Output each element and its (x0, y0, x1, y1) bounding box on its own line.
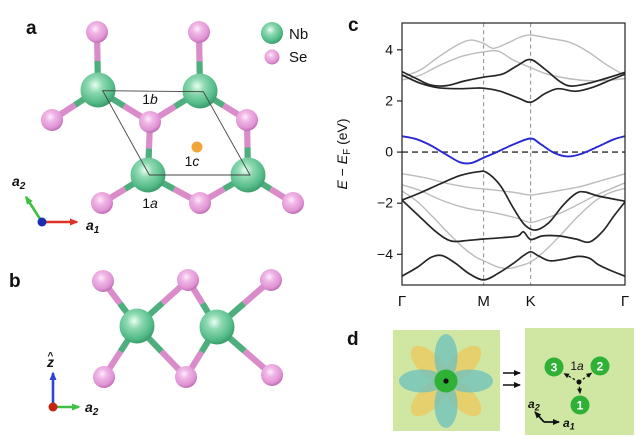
axes-a: a2 a1 (12, 173, 100, 236)
orbital-site-3-number: 3 (551, 361, 558, 375)
legend-se-swatch (264, 49, 280, 65)
band-conduction-gray-upper (401, 34, 626, 78)
z-axis-hat: ^ (48, 351, 54, 362)
unit-cell-outline (101, 90, 251, 176)
band-valence-black-bottom (401, 250, 626, 281)
y-axis-ticks: −4 −2 0 2 4 (377, 41, 402, 262)
center-dot (443, 378, 449, 384)
band-valence-gray-middle (401, 182, 626, 224)
legend-nb-label: Nb (289, 26, 308, 43)
svg-text:4: 4 (385, 41, 393, 57)
panel-label-b: b (9, 271, 21, 292)
axes-d: a1 a2 (528, 397, 575, 432)
band-valence-gray-shallow (401, 173, 626, 196)
legend: Nb Se (261, 22, 308, 66)
a1-axis-label: a1 (86, 217, 100, 236)
svg-text:K: K (526, 293, 536, 310)
a2-axis-arrow (24, 195, 44, 223)
site-center-dot (576, 379, 582, 385)
blue-petals (399, 334, 493, 428)
se-atoms (41, 21, 304, 214)
band-valence-black-flat (401, 199, 626, 244)
plot-frame (401, 22, 626, 286)
band-conduction-black-upper (401, 58, 626, 87)
transform-arrows (503, 370, 521, 388)
crystal-top-view: 1b 1c 1a Nb Se a2 a1 (12, 21, 308, 236)
band-conduction-black-lower (401, 73, 626, 104)
band-half-filled-band-blue (401, 135, 626, 165)
orbital-flower-box (393, 330, 500, 431)
orbital-site-2-number: 2 (597, 360, 604, 374)
band-valence-gray-deep (401, 187, 626, 270)
svg-text:Γ: Γ (398, 293, 406, 310)
panel-label-d: d (347, 329, 359, 350)
legend-se-label: Se (289, 49, 307, 66)
panel-label-c: c (348, 15, 359, 36)
svg-text:Γ: Γ (621, 293, 629, 310)
svg-text:−2: −2 (377, 195, 393, 211)
band-conduction-gray-lower (401, 49, 626, 82)
wannier-box: 3 2 1 1a a1 a2 (525, 328, 634, 435)
a1-axis-label: a1 (563, 416, 575, 432)
axes-b: z ^ a2 (46, 351, 99, 418)
a2-axis-label: a2 (85, 399, 99, 418)
svg-text:0: 0 (385, 144, 393, 160)
origin-marker (37, 217, 47, 227)
site-1a-label: 1a (570, 359, 584, 373)
a2-axis-arrow (534, 411, 545, 423)
origin-marker (48, 402, 58, 412)
orbital-site-1 (570, 395, 590, 415)
svg-text:M: M (477, 293, 490, 310)
svg-text:2: 2 (385, 92, 393, 108)
orbital-panel: 3 2 1 1a a1 a2 (393, 328, 634, 435)
site-1c-marker (191, 141, 203, 153)
se-atoms (92, 269, 283, 388)
nb-atoms (119, 308, 235, 345)
site-1c-label: 1c (185, 153, 200, 169)
legend-nb-swatch (261, 22, 283, 44)
y-axis-label: E − EF (eV) (334, 118, 353, 189)
site-1b-label: 1b (142, 91, 158, 107)
band-structure-chart: −4 −2 0 2 4Γ M K Γ E − EF (eV) (334, 22, 629, 310)
orbital-site-2 (590, 356, 610, 376)
site-1a-label: 1a (142, 195, 158, 211)
orbital-site-1-number: 1 (577, 399, 584, 413)
panel-label-a: a (26, 18, 37, 39)
a2-axis-label: a2 (12, 173, 26, 192)
band-series (401, 34, 626, 281)
band-valence-black-top (401, 170, 626, 231)
z-axis-label: z (46, 354, 54, 370)
svg-text:−4: −4 (377, 246, 393, 262)
high-symmetry-dashed-lines (483, 23, 532, 285)
a2-axis-label: a2 (528, 397, 540, 413)
orbital-site-3 (544, 357, 564, 377)
crystal-side-view: z ^ a2 (46, 269, 283, 418)
